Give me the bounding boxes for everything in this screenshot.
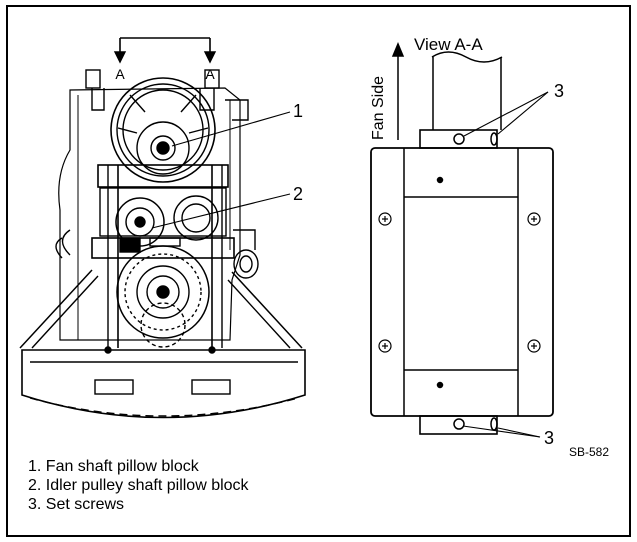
section-mark-right: A	[205, 66, 215, 82]
legend-item-idler-pulley-pillow-block: 2. Idler pulley shaft pillow block	[28, 477, 249, 494]
fan-side-label: Fan Side	[370, 76, 387, 140]
callout-3-top: 3	[554, 81, 564, 101]
callout-1: 1	[293, 101, 303, 121]
engine-front-view	[19, 37, 306, 419]
figure-frame	[6, 5, 631, 537]
legend: 1. Fan shaft pillow block 2. Idler pulle…	[28, 457, 249, 514]
mounting-bolt-holes	[378, 212, 541, 353]
legend-item-set-screws: 3. Set screws	[28, 496, 125, 513]
legend-item-fan-shaft-pillow-block: 1. Fan shaft pillow block	[28, 458, 199, 475]
view-title: View A-A	[414, 35, 483, 54]
figure-id: SB-582	[569, 445, 609, 459]
callout-2: 2	[293, 184, 303, 204]
callout-3-bottom: 3	[544, 428, 554, 448]
section-cut-line	[113, 37, 217, 64]
view-a-a	[370, 42, 554, 438]
section-mark-left: A	[115, 66, 125, 82]
